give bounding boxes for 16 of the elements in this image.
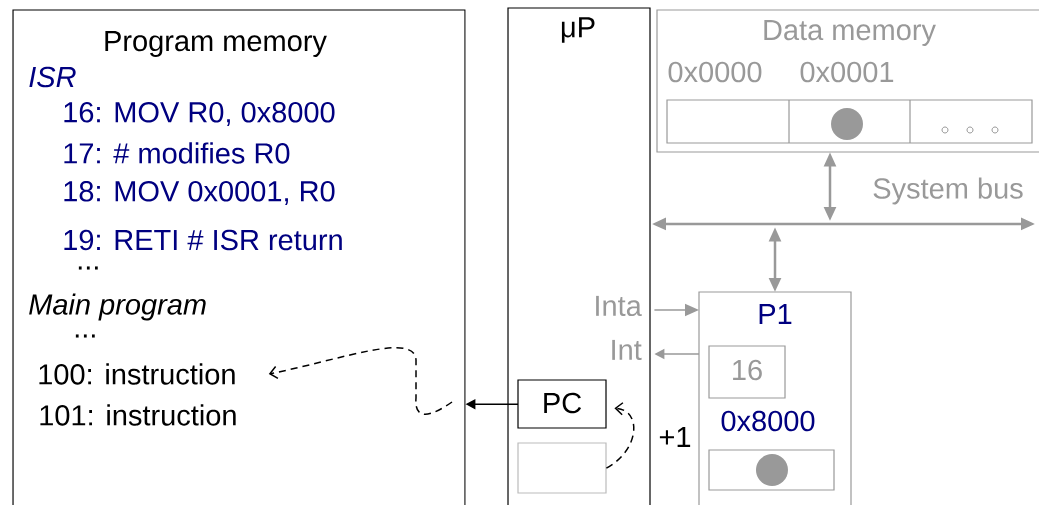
register-box [708, 449, 835, 491]
register-box: PC [517, 379, 607, 429]
address-label: 0x0000 [668, 61, 762, 83]
edge-label: Inta [596, 295, 642, 317]
node-label: Data memory [764, 20, 936, 46]
edge-label: Int [612, 339, 642, 361]
arrow [268, 347, 453, 415]
address-label: 0x0001 [800, 61, 894, 83]
edge-label: +1 [659, 427, 691, 447]
code-line: 101: instruction [40, 404, 236, 426]
register-box: 16 [708, 345, 786, 399]
code-line: 100: instruction [39, 363, 235, 385]
address-label: 0x8000 [721, 410, 815, 432]
register-box [517, 442, 607, 494]
arrow [605, 402, 635, 469]
bus-label: System bus [873, 177, 1023, 205]
